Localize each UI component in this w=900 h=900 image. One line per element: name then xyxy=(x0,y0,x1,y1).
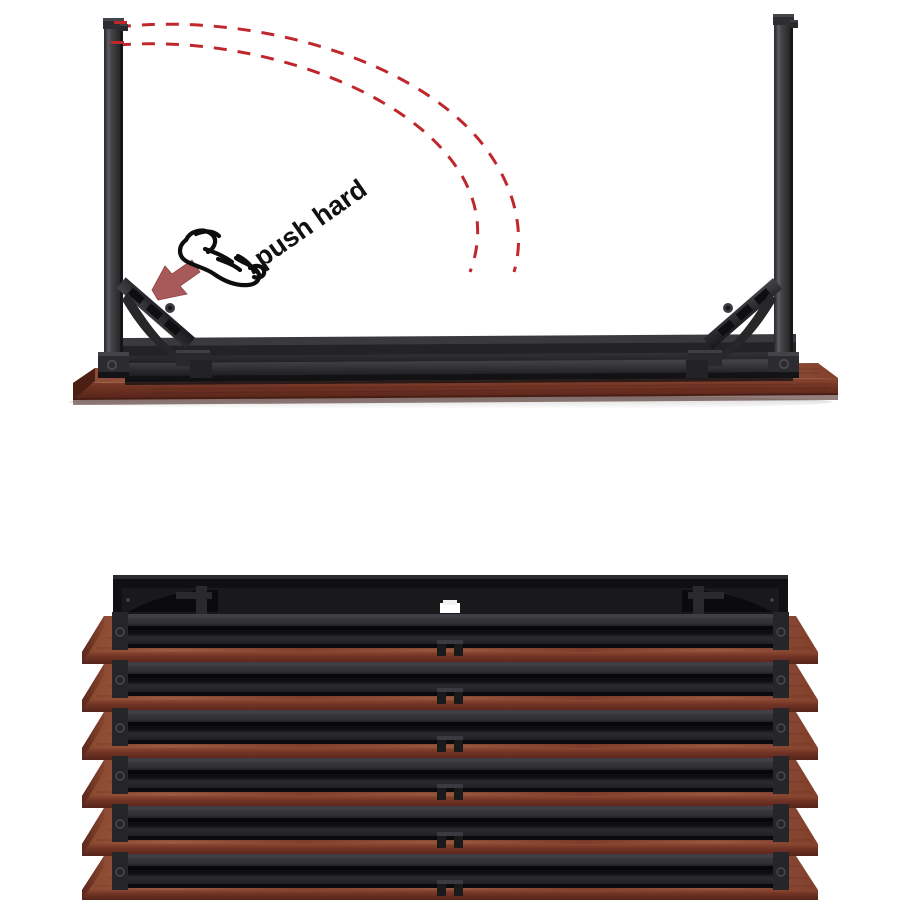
folded-shelf-4 xyxy=(82,756,818,808)
motion-arc-inner xyxy=(117,42,480,273)
motion-arc-outer xyxy=(117,22,521,273)
folded-shelf-3 xyxy=(82,708,818,760)
upper-cross-rail xyxy=(122,334,796,356)
folded-shelf-1 xyxy=(82,612,818,664)
panel-lower-folded-stack xyxy=(82,575,818,900)
pointing-hand-icon xyxy=(177,228,267,288)
motion-arc-group xyxy=(117,22,521,273)
push-direction-arrow-icon xyxy=(151,259,201,301)
folded-top-frame xyxy=(113,575,788,621)
folded-shelf-2 xyxy=(82,660,818,712)
folded-shelf-6 xyxy=(82,852,818,900)
left-folding-brace xyxy=(116,277,212,378)
folded-shelf-5 xyxy=(82,804,818,856)
right-folding-brace xyxy=(686,278,783,378)
